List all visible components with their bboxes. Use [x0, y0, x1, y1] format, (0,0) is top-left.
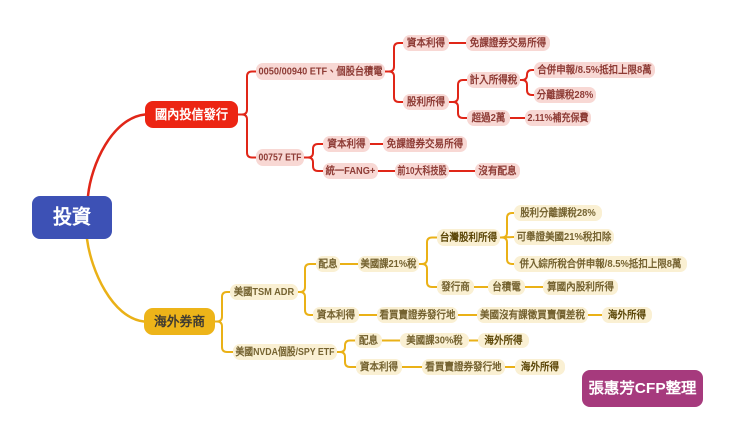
svg-text:統一FANG+: 統一FANG+ [326, 164, 376, 177]
svg-text:海外所得: 海外所得 [521, 360, 560, 373]
svg-text:2.11%補充保費: 2.11%補充保費 [528, 111, 589, 124]
svg-text:免課證券交易所得: 免課證券交易所得 [470, 36, 547, 49]
svg-text:國內投信發行: 國內投信發行 [155, 106, 228, 122]
svg-text:資本利得: 資本利得 [407, 36, 446, 49]
svg-text:發行商: 發行商 [440, 280, 470, 293]
svg-text:投資: 投資 [53, 205, 92, 229]
svg-text:資本利得: 資本利得 [317, 308, 356, 321]
svg-text:看買賣證券發行地: 看買賣證券發行地 [380, 308, 456, 321]
svg-text:併入綜所稅合併申報/8.5%抵扣上限8萬: 併入綜所稅合併申報/8.5%抵扣上限8萬 [519, 257, 682, 270]
svg-text:美國TSM ADR: 美國TSM ADR [234, 285, 295, 298]
svg-text:資本利得: 資本利得 [327, 137, 366, 150]
svg-text:海外所得: 海外所得 [484, 334, 523, 347]
svg-text:超過2萬: 超過2萬 [471, 111, 506, 124]
svg-text:沒有配息: 沒有配息 [478, 164, 517, 177]
svg-text:前10大科技股: 前10大科技股 [398, 164, 447, 177]
svg-text:00757 ETF: 00757 ETF [259, 152, 302, 164]
svg-text:合併申報/8.5%抵扣上限8萬: 合併申報/8.5%抵扣上限8萬 [536, 63, 652, 76]
svg-text:美國課30%稅: 美國課30%稅 [406, 334, 463, 347]
svg-text:資本利得: 資本利得 [360, 360, 399, 373]
svg-text:配息: 配息 [359, 334, 379, 347]
svg-text:海外券商: 海外券商 [154, 313, 205, 329]
svg-text:0050/00940 ETF、個股台積電: 0050/00940 ETF、個股台積電 [259, 65, 383, 78]
svg-text:美國NVDA個股/SPY ETF: 美國NVDA個股/SPY ETF [236, 345, 335, 358]
svg-text:看買賣證券發行地: 看買賣證券發行地 [425, 360, 502, 373]
svg-text:股利分離課稅28%: 股利分離課稅28% [520, 206, 596, 219]
svg-text:配息: 配息 [319, 257, 338, 270]
svg-text:美國沒有課徵買賣價差稅: 美國沒有課徵買賣價差稅 [480, 308, 585, 321]
svg-text:計入所得稅: 計入所得稅 [470, 73, 518, 86]
svg-text:股利所得: 股利所得 [407, 95, 446, 108]
svg-text:分離課稅28%: 分離課稅28% [536, 88, 594, 101]
svg-text:台灣股利所得: 台灣股利所得 [440, 231, 498, 244]
svg-text:海外所得: 海外所得 [608, 308, 647, 321]
svg-text:張惠芳CFP整理: 張惠芳CFP整理 [589, 379, 697, 397]
svg-text:台積電: 台積電 [492, 280, 521, 293]
svg-text:免課證券交易所得: 免課證券交易所得 [387, 137, 464, 150]
svg-text:可舉證美國21%稅扣除: 可舉證美國21%稅扣除 [517, 230, 612, 243]
svg-text:算國內股利所得: 算國內股利所得 [547, 280, 614, 293]
svg-text:美國課21%稅: 美國課21%稅 [361, 257, 417, 270]
